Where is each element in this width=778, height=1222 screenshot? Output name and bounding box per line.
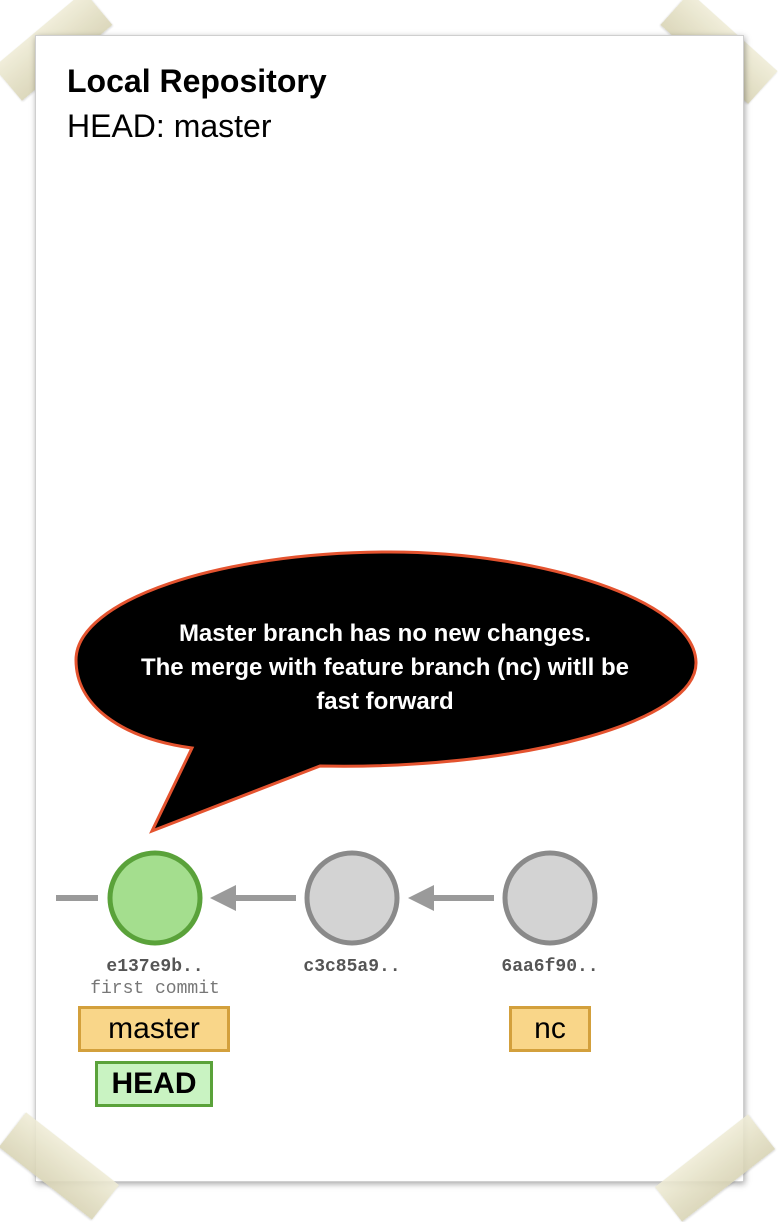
callout-text: Master branch has no new changes. The me… <box>90 617 680 719</box>
parent-arrow-head <box>210 885 236 911</box>
parent-arrow-head <box>408 885 434 911</box>
branch-label-master[interactable]: master <box>78 1006 230 1052</box>
commit-hash: 6aa6f90.. <box>501 957 599 977</box>
branch-label-nc[interactable]: nc <box>509 1006 591 1052</box>
commit-node-c3c85a9[interactable] <box>304 850 400 946</box>
head-status: HEAD: master <box>67 108 272 144</box>
commit-node-6aa6f90[interactable] <box>502 850 598 946</box>
repository-title: Local Repository <box>67 63 327 99</box>
callout-bubble <box>74 550 698 834</box>
commit-node-e137e9b[interactable] <box>107 850 203 946</box>
callout-line: fast forward <box>316 688 454 715</box>
callout-line: Master branch has no new changes. <box>178 620 592 647</box>
commit-message: first commit <box>90 979 220 999</box>
commit-hash: e137e9b.. <box>106 957 204 977</box>
callout-line: The merge with feature branch (nc) witll… <box>140 654 630 681</box>
commit-hash: c3c85a9.. <box>303 957 401 977</box>
head-label[interactable]: HEAD <box>95 1061 213 1107</box>
